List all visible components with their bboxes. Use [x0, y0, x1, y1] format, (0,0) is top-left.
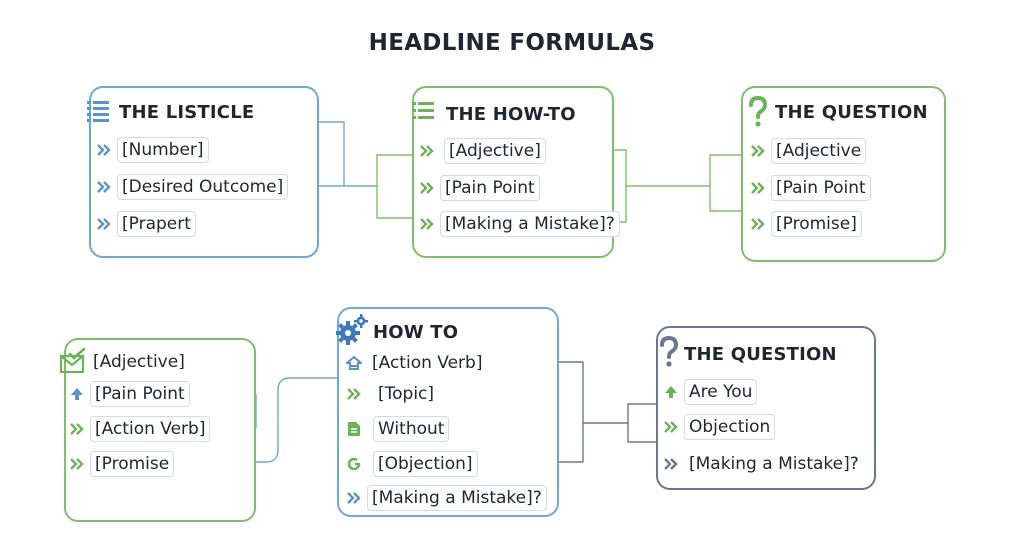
- item-label: [Promise: [90, 451, 175, 477]
- double-chevron-icon: [95, 178, 113, 196]
- list-item: [Desired Outcome]: [95, 173, 289, 201]
- connector-howto-in: [376, 154, 413, 219]
- double-chevron-icon: [345, 385, 363, 403]
- double-chevron-icon: [345, 489, 363, 507]
- item-label: [Making a Mistake]?: [440, 211, 620, 237]
- card-left-bottom: [Adjective] [Pain Point [Action Verb] [P…: [59, 338, 256, 522]
- item-label: [Pain Point: [440, 175, 540, 201]
- up-arrow-icon: [662, 383, 680, 401]
- list-item: [Topic]: [345, 380, 440, 408]
- list-item: [Prapert: [95, 210, 196, 238]
- list-item: [Making a Mistake]?: [418, 210, 620, 238]
- double-chevron-icon: [68, 455, 86, 473]
- list-item: [Pain Point: [749, 174, 871, 202]
- item-label: [Making a Mistake]?: [367, 485, 547, 511]
- item-label: [Objection]: [373, 451, 478, 477]
- item-label: [Pain Point: [771, 175, 871, 201]
- list-item: Without: [345, 415, 450, 443]
- list-item: [Action Verb]: [68, 415, 211, 443]
- double-chevron-icon: [749, 179, 767, 197]
- double-chevron-icon: [68, 420, 86, 438]
- double-chevron-icon: [749, 142, 767, 160]
- list-item: [Pain Point: [68, 380, 190, 408]
- card-question-bottom: THE QUESTION Are You Objection [Making a…: [656, 326, 876, 490]
- item-label: Objection: [684, 414, 776, 440]
- question-mark-icon: [660, 336, 679, 367]
- connector-listicle-out: [318, 121, 345, 187]
- list-icon: [412, 102, 434, 119]
- item-label: Are You: [684, 379, 758, 405]
- list-item: [Adjective: [749, 137, 867, 165]
- double-chevron-icon: [418, 142, 436, 160]
- home-icon: [345, 354, 363, 372]
- card-howto-bottom: HOW TO [Action Verb] [Topic] Without [Ob…: [336, 307, 559, 517]
- double-chevron-icon: [749, 215, 767, 233]
- card-listicle: THE LISTICLE [Number] [Desired Outcome] …: [87, 86, 319, 258]
- list-item: Are You: [662, 378, 758, 406]
- document-icon: [345, 420, 363, 438]
- connector-question-bottom-in: [627, 403, 659, 443]
- double-chevron-icon: [95, 141, 113, 159]
- connector-question-in: [709, 154, 742, 212]
- card-question-top: THE QUESTION [Adjective [Pain Point [Pro…: [741, 86, 946, 262]
- item-label: [Promise]: [771, 211, 862, 237]
- item-label: [Pain Point: [90, 381, 190, 407]
- question-mark-icon: [749, 96, 768, 127]
- gears-icon: [336, 314, 368, 345]
- item-label: [Action Verb]: [367, 350, 488, 376]
- item-label: [Adjective: [771, 138, 867, 164]
- double-chevron-icon: [662, 455, 680, 473]
- card-title-listicle: THE LISTICLE: [119, 102, 255, 123]
- double-chevron-icon: [418, 215, 436, 233]
- up-arrow-icon: [68, 385, 86, 403]
- list-item: [Making a Mistake]?: [345, 484, 547, 512]
- page-title: HEADLINE FORMULAS: [368, 30, 656, 56]
- item-label: [Topic]: [373, 381, 440, 407]
- list-item: [Adjective]: [88, 348, 190, 376]
- list-item: [Making a Mistake]?: [662, 450, 864, 478]
- double-chevron-icon: [418, 179, 436, 197]
- list-item: [Number]: [95, 136, 209, 164]
- list-item: [Promise: [68, 450, 175, 478]
- list-item: [Action Verb]: [345, 349, 488, 377]
- item-label: [Action Verb]: [90, 416, 211, 442]
- item-label: [Adjective]: [444, 138, 546, 164]
- double-chevron-icon: [95, 215, 113, 233]
- card-title-question-top: THE QUESTION: [775, 102, 928, 123]
- list-item: Objection: [662, 413, 776, 441]
- item-label: [Prapert: [117, 211, 196, 237]
- refresh-icon: [345, 455, 363, 473]
- card-title-howto-bottom: HOW TO: [373, 322, 459, 343]
- list-icon: [87, 101, 109, 122]
- list-item: [Adjective]: [418, 137, 546, 165]
- list-item: [Pain Point: [418, 174, 540, 202]
- card-title-question-bottom: THE QUESTION: [684, 344, 837, 365]
- item-label: [Desired Outcome]: [117, 174, 289, 200]
- card-title-howto-top: THE HOW-TO: [446, 104, 576, 125]
- double-chevron-icon: [662, 418, 680, 436]
- item-label: [Number]: [117, 137, 209, 163]
- card-howto-top: THE HOW-TO [Adjective] [Pain Point [Maki…: [412, 86, 620, 258]
- list-item: [Promise]: [749, 210, 862, 238]
- item-label: [Adjective]: [88, 349, 190, 375]
- item-label: [Making a Mistake]?: [684, 451, 864, 477]
- list-item: [Objection]: [345, 450, 478, 478]
- checked-envelope-icon: [59, 348, 86, 374]
- item-label: Without: [373, 416, 450, 442]
